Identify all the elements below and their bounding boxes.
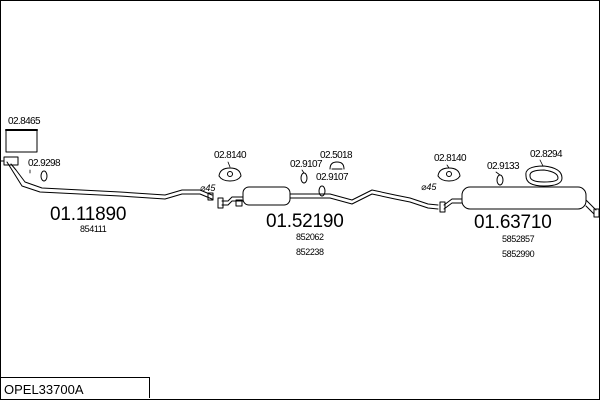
clamp-icon [329, 161, 345, 170]
pipe-diameter-label: ⌀45 [200, 183, 216, 193]
part-number-ring-middle-1: 02.9107 [290, 159, 323, 170]
oem-reference: 5852990 [502, 249, 535, 259]
rubber-ring-icon [496, 174, 504, 186]
front-pipe-section [0, 156, 214, 201]
section-number-middle: 01.52190 [266, 211, 344, 232]
part-number-ring-middle-2: 02.9107 [316, 172, 349, 183]
clamp-icon [40, 170, 48, 182]
part-number-clamp-middle: 02.5018 [320, 150, 353, 161]
rubber-hanger-icon [437, 167, 461, 182]
part-number-hanger-rear: 02.8140 [434, 153, 467, 164]
part-number-hanger-middle: 02.8140 [214, 150, 247, 161]
gasket-icon [525, 165, 563, 187]
rubber-ring-icon [318, 185, 326, 197]
part-number-gasket-rear: 02.8294 [530, 149, 563, 160]
middle-silencer-section [217, 186, 439, 210]
part-number-clamp-front: 02.9298 [28, 158, 61, 169]
rubber-hanger-icon [218, 167, 242, 182]
section-number-rear: 01.63710 [474, 212, 552, 233]
title-box: OPEL33700A [0, 377, 150, 398]
part-number-ring-rear: 02.9133 [487, 161, 520, 172]
section-number-front: 01.11890 [50, 204, 127, 225]
rear-silencer-section [439, 186, 600, 218]
oem-reference: 852238 [296, 247, 324, 257]
leader-lines [29, 159, 544, 176]
rubber-ring-icon [300, 172, 308, 184]
mounting-kit-icon [5, 129, 38, 153]
diagram-title: OPEL33700A [4, 382, 84, 397]
oem-reference: 852062 [296, 232, 324, 242]
pipe-diameter-label: ⌀45 [421, 182, 437, 192]
part-number-mounting-kit: 02.8465 [8, 116, 41, 127]
oem-reference: 5852857 [502, 234, 535, 244]
oem-reference: 854111 [80, 224, 107, 234]
